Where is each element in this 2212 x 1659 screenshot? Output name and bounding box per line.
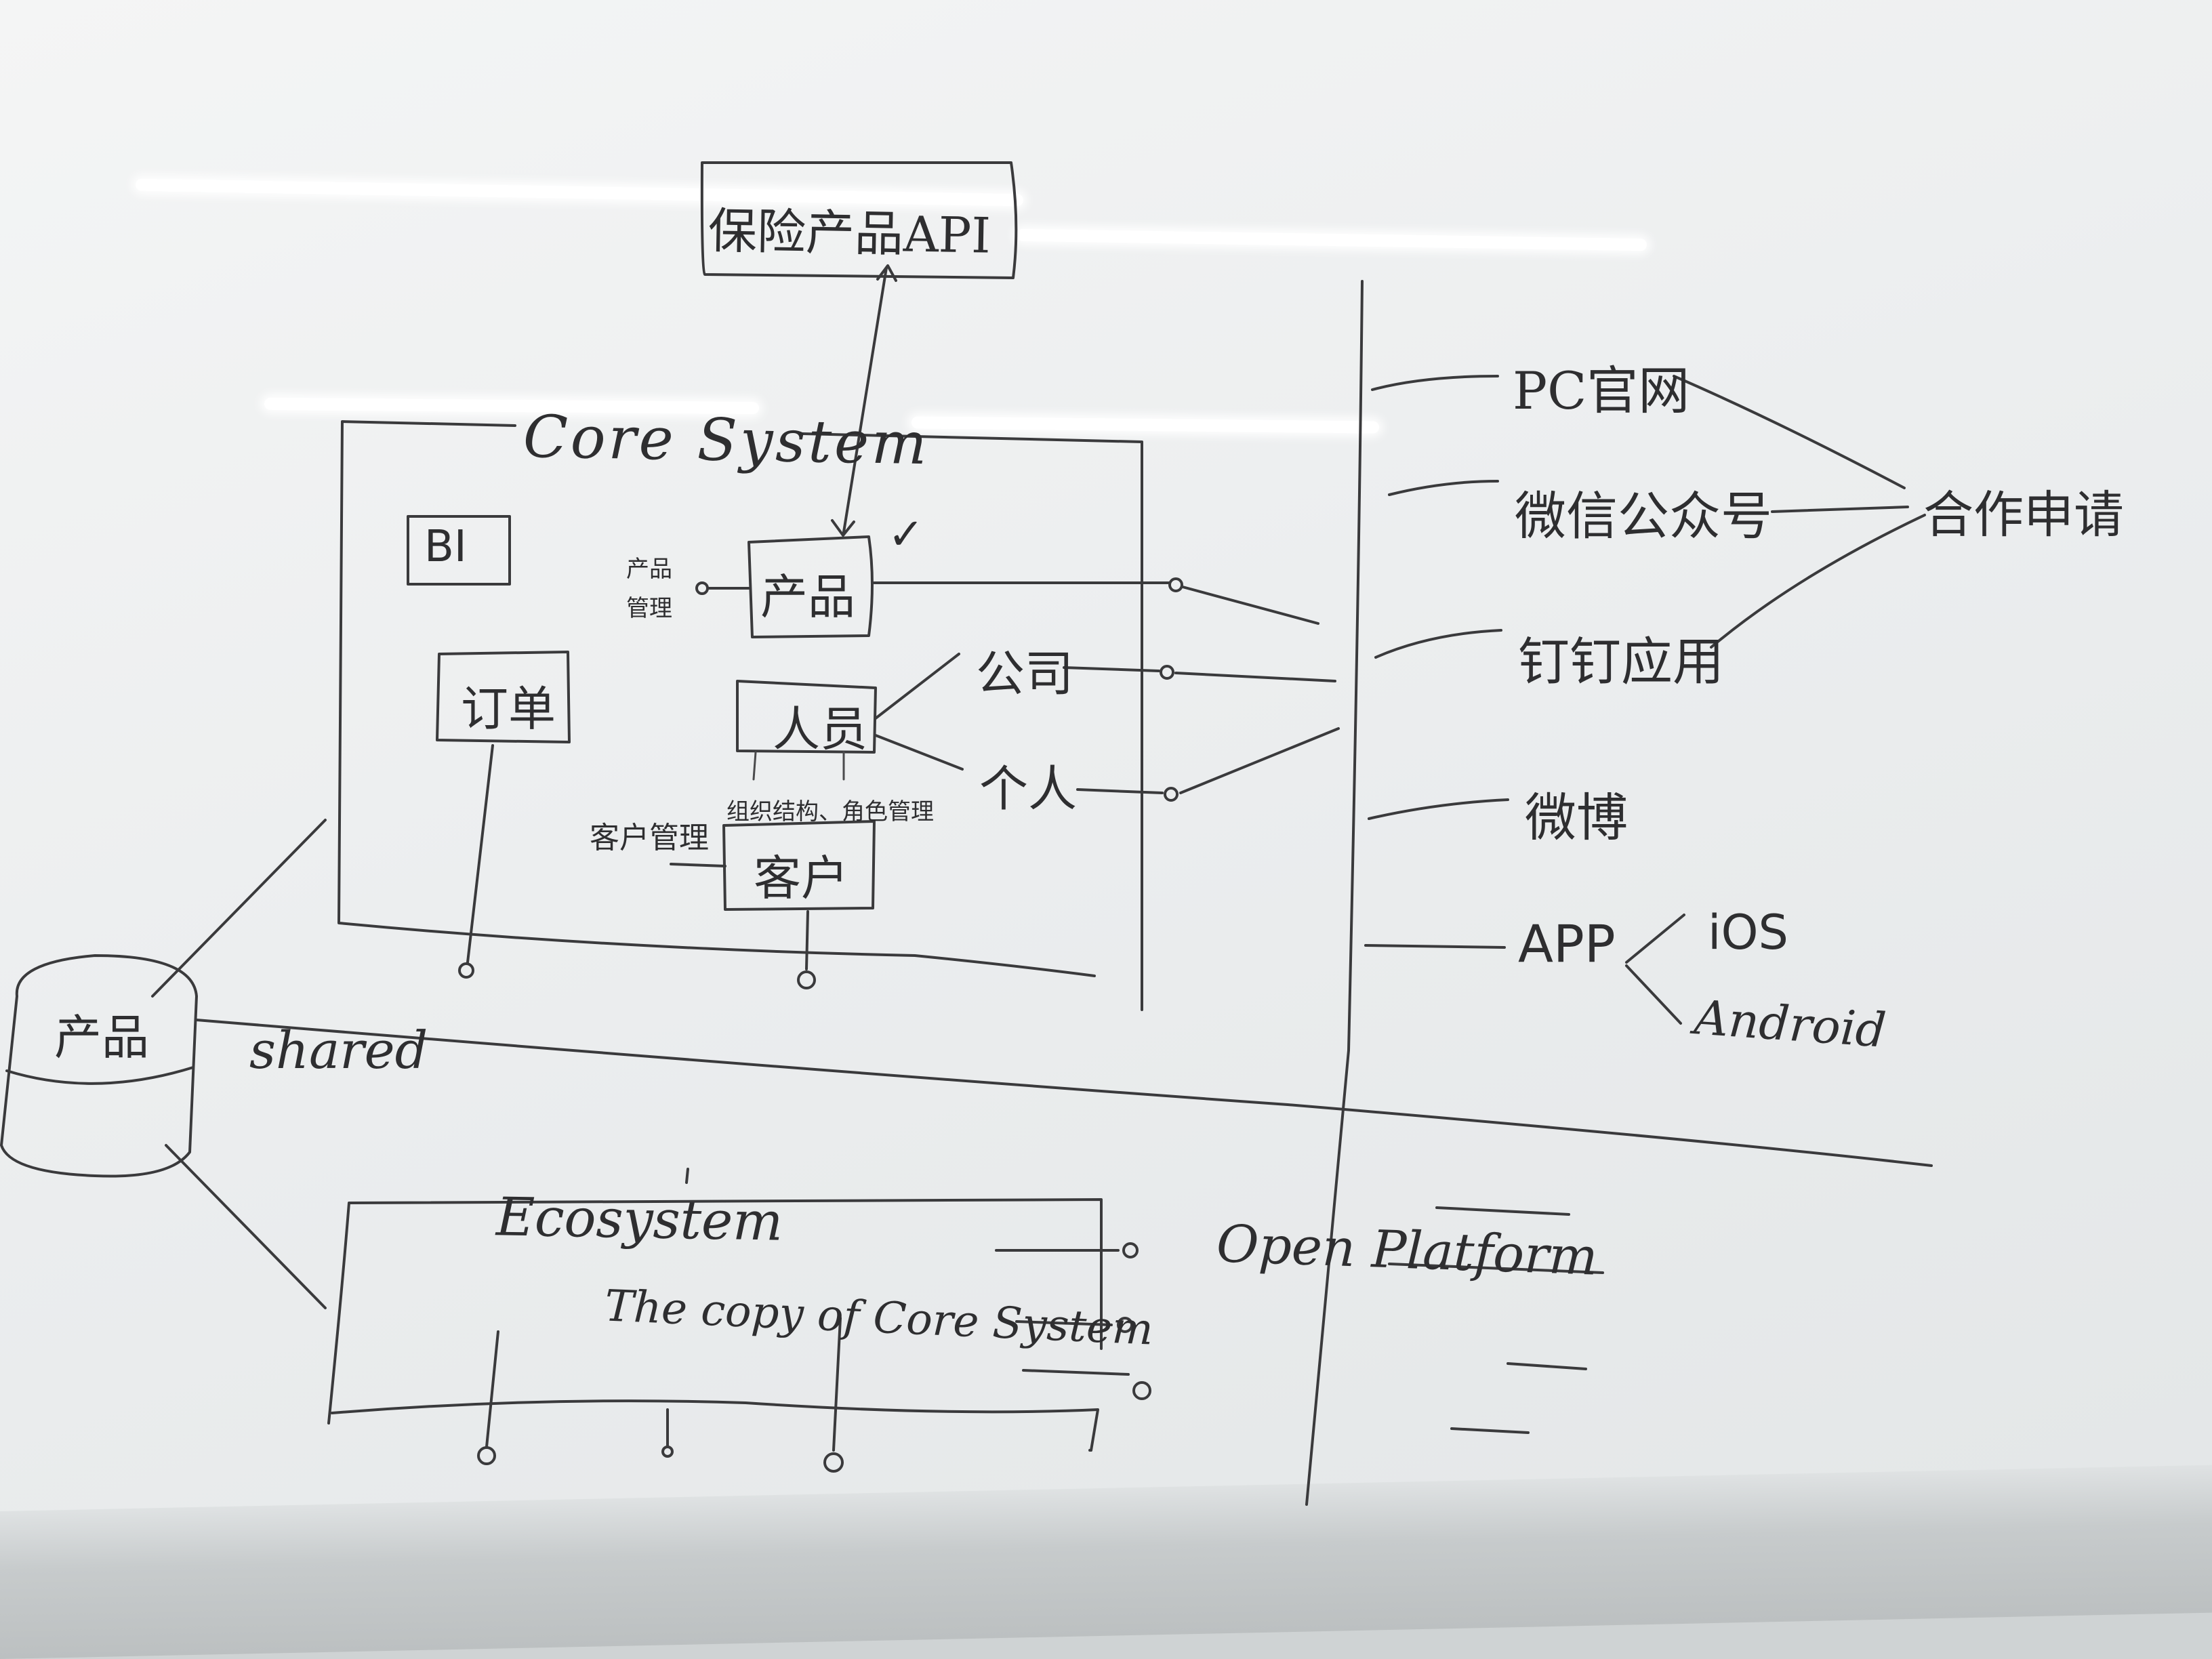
individual-label: 个人 [979,760,1078,817]
wechat-stub [1388,480,1499,496]
customer-box [722,820,876,911]
product-label: 产品 [760,569,855,625]
person-box [736,680,877,754]
op-stub-1 [1435,1206,1570,1216]
bi-label: BI [424,522,467,572]
api-label: 保险产品API [708,202,991,264]
db-to-ecosystem-line [165,1144,327,1309]
core-system-title: Core System [523,403,930,478]
company-port-line [1063,666,1160,672]
pc-stub [1371,375,1499,391]
eco-port-node-1 [1122,1242,1139,1258]
whiteboard [0,0,2212,1599]
app-android-branch [1625,964,1682,1025]
customer-node [797,970,816,989]
customer-label: 客户 [754,851,848,906]
order-line [466,744,494,964]
company-label: 公司 [976,645,1074,702]
order-node [458,962,474,979]
wechat-partner-line [1771,506,1909,513]
partner-application: 合作申请 [1923,486,2124,544]
channel-app: APP [1518,914,1616,974]
person-label: 人员 [773,701,867,757]
app-ios-branch [1625,914,1685,964]
channel-dingtalk: 钉钉应用 [1518,632,1724,692]
vertical-divider [1305,280,1364,1506]
arrowhead-down [831,519,855,537]
shared-label: shared [249,1020,428,1080]
product-box [747,535,874,638]
op-stub-4 [1450,1427,1530,1434]
channel-ios: iOS [1708,905,1788,960]
customer-line [805,910,809,970]
api-box [700,161,1018,279]
bi-box [407,515,511,586]
pc-partner-line [1673,375,1906,489]
product-port-node [1168,577,1183,592]
weibo-stub [1368,798,1509,820]
eco-stub-3 [832,1317,842,1452]
db-label: 产品 [54,1010,149,1065]
check-mark: ✓ [888,510,924,560]
order-box [436,651,571,743]
horizontal-divider [195,1019,1933,1167]
dingtalk-stub [1374,629,1502,659]
op-stub-3 [1507,1362,1587,1370]
op-stub-2 [1388,1263,1604,1274]
person-individual-line [874,734,964,771]
ecosystem-title: Ecosystem [495,1187,783,1253]
eco-stub-node-3 [823,1452,844,1473]
person-stub-left [752,751,757,781]
eco-port-node-3 [1132,1381,1151,1400]
company-port-node [1160,665,1174,680]
eco-port-line-2 [1015,1320,1113,1326]
core-system-box [337,420,1143,1011]
product-mgmt-node [695,581,709,595]
db-to-core-line [151,819,327,998]
eco-stub-1 [485,1330,499,1448]
product-mgmt-label-top: 产品 [626,556,672,583]
eco-port-node-2 [1117,1317,1133,1333]
channel-wechat: 微信公众号 [1515,486,1772,546]
individual-port-node [1164,787,1179,802]
api-product-arrow [842,266,888,533]
eco-port-line-3 [1022,1369,1130,1376]
arrowhead-up [876,264,897,282]
app-stub [1364,944,1506,949]
org-structure-label: 组织结构、角色管理 [726,798,934,825]
dingtalk-partner-line [1710,514,1926,649]
eco-stub-node-2 [661,1446,674,1458]
individual-port-line [1076,788,1164,794]
customer-mgmt-label: 客户管理 [590,821,709,855]
db-cylinder [0,954,198,1178]
channel-weibo: 微博 [1525,787,1628,848]
eco-stub-node-1 [477,1446,496,1465]
customer-mgmt-line [670,863,726,867]
ecosystem-box [327,1168,1103,1452]
channel-pc: PC官网 [1513,361,1690,421]
product-mgmt-label-bottom: 管理 [626,595,672,622]
product-out-line [1181,586,1319,625]
person-company-line [874,653,960,720]
order-label: 订单 [461,681,556,737]
company-out-line [1174,672,1336,682]
individual-out-line [1179,727,1340,794]
